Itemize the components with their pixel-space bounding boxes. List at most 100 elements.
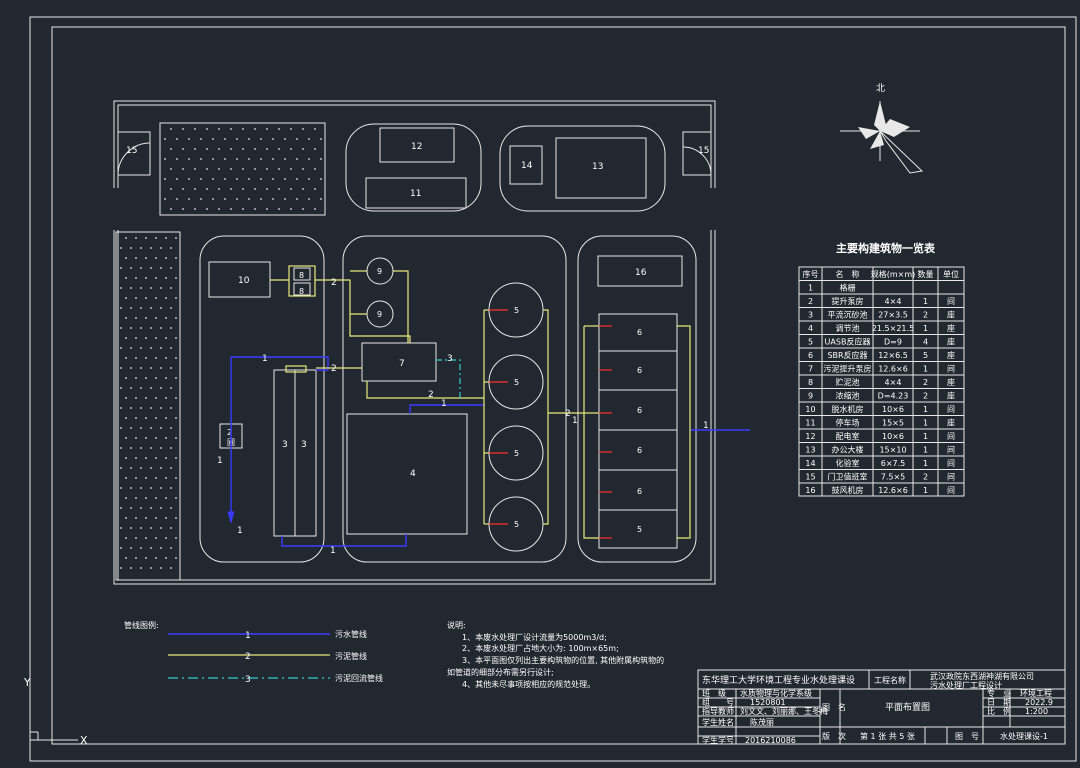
pipe-label-3: 3 [447,354,453,364]
hatch-dot [150,347,152,349]
hatch-dot [120,387,122,389]
hatch-dot [164,198,166,200]
hatch-dot [320,138,322,140]
hatch-dot [248,198,250,200]
hatch-dot [160,307,162,309]
hatch-dot [188,158,190,160]
north-label: 北 [876,83,885,94]
unit-4 [346,413,468,535]
unit-label-13: 13 [592,162,603,172]
hatch-dot [165,497,167,499]
hatch-dot [175,357,177,359]
hatch-dot [170,567,172,569]
hatch-dot [130,307,132,309]
table-cell: 4×4 [885,297,902,306]
hatch-dot [140,527,142,529]
hatch-dot [135,557,137,559]
tb-row3-value: 刘文文、刘丽娜、王冬梅 [740,706,828,716]
hatch-dot [170,367,172,369]
hatch-dot [150,407,152,409]
hatch-dot [170,267,172,269]
tb-scale-value: 1:200 [1025,707,1048,716]
hatch-dot [145,257,147,259]
hatch-dot [165,537,167,539]
hatch-dot [170,467,172,469]
hatch-dot [236,198,238,200]
hatch-dot [160,247,162,249]
hatch-dot [140,307,142,309]
hatch-dot [175,337,177,339]
hatch-dot [125,437,127,439]
hatch-dot [130,287,132,289]
unit-label-8b: 8 [299,287,304,296]
hatch-dot [145,297,147,299]
table-cell: 1 [923,297,928,306]
hatch-dot [155,377,157,379]
tb-row5-value: 2016210086 [745,736,796,745]
hatch-dot [155,437,157,439]
tb-row4-value: 陈茂丽 [750,717,774,727]
hatch-dot [145,417,147,419]
pipe-label-1a: 1 [262,354,268,364]
pipe-label-1e: 1 [441,399,447,409]
hatch-dot [135,357,137,359]
hatch-dot [145,477,147,479]
table-cell: 座 [947,337,955,347]
hatch-dot [140,267,142,269]
pipe-label-2c: 2 [428,390,434,400]
hatch-dot [160,487,162,489]
hatch-dot [135,417,137,419]
hatch-dot [175,477,177,479]
hatch-dot [150,287,152,289]
hatch-dot [125,317,127,319]
hatch-dot [254,128,256,130]
unit-label-9a: 9 [377,267,382,276]
hatch-dot [150,527,152,529]
hatch-dot [194,148,196,150]
hatch-dot [165,317,167,319]
hatch-dot [125,457,127,459]
hatch-dot [120,347,122,349]
table-cell: 11 [805,419,815,428]
hatch-dot [230,148,232,150]
hatch-dot [165,237,167,239]
hatch-dot [145,457,147,459]
unit-label-3b: 3 [301,440,307,450]
hatch-dot [182,128,184,130]
hatch-dot [170,128,172,130]
table-cell: D=4.23 [878,392,909,401]
table-cell: 1 [923,486,928,495]
hatch-dot [160,447,162,449]
table-cell: 15×10 [879,446,906,455]
hatch-dot [120,307,122,309]
legend-title: 管线图例: [124,620,159,630]
hatch-dot [278,188,280,190]
hatch-dot [140,287,142,289]
unit-label-15b: 15 [698,146,709,156]
hatch-dot [242,168,244,170]
table-header-cell: 名 称 [836,269,860,279]
hatch-dot [206,128,208,130]
hatch-dot [160,287,162,289]
table-cell: 座 [947,310,955,320]
hatch-dot [170,168,172,170]
unit-label-16: 16 [635,268,647,278]
table-cell: UASB反应器 [825,337,871,347]
hatch-dot [150,547,152,549]
hatch-dot [170,307,172,309]
table-cell: 15 [805,473,815,482]
hatch-dot [140,507,142,509]
hatch-dot [248,138,250,140]
hatch-dot [130,387,132,389]
unit-label-6d: 6 [637,446,642,455]
table-cell: 提升泵房 [832,296,864,306]
gatehouse-right: 15 [682,131,712,176]
table-cell: 座 [947,323,955,333]
north-arrow-icon: 北 [840,83,924,174]
hatch-dot [272,158,274,160]
table-cell: 间 [947,473,955,482]
hatch-dot [266,168,268,170]
hatch-dot [165,397,167,399]
pipe-label-1f: 1 [572,416,578,426]
unit-6-group: 6 6 6 6 6 5 [598,313,678,549]
